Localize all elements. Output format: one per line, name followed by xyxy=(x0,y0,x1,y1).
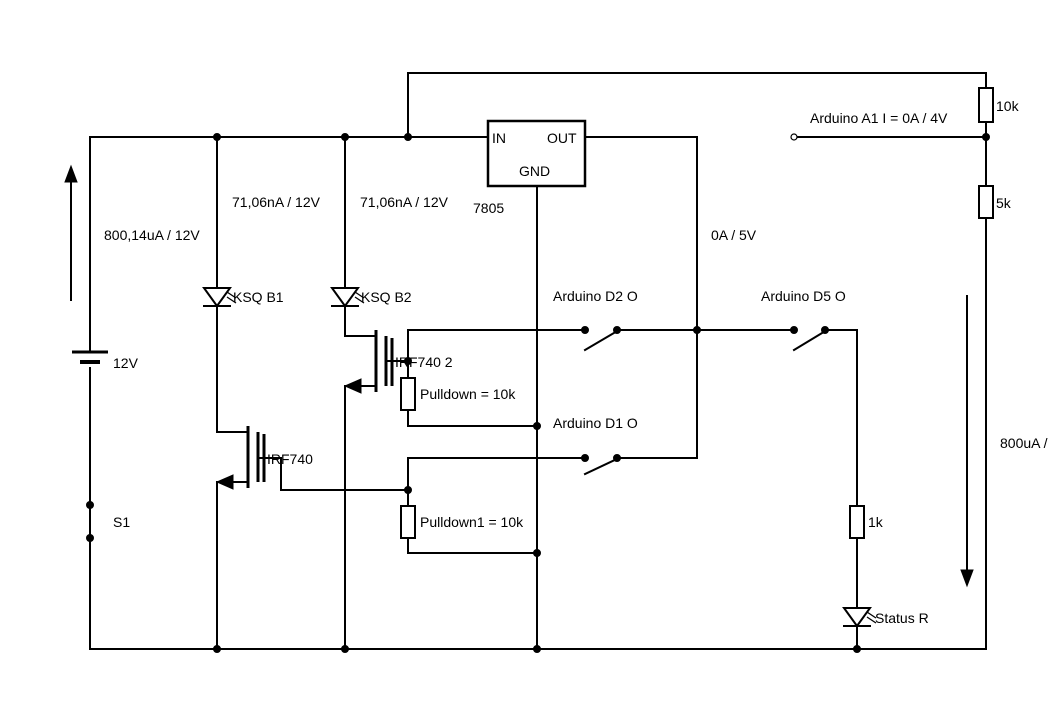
regulator-in-label: IN xyxy=(492,130,506,146)
led-status xyxy=(842,607,877,628)
resistor-pulldown1 xyxy=(400,505,416,539)
led-ksq-b2 xyxy=(330,287,365,308)
label-current-main: 800,14uA / 12V xyxy=(104,227,200,243)
labels: 10k 5k Arduino A1 I = 0A / 4V 71,06nA / … xyxy=(104,98,1048,626)
label-pulldown1: Pulldown1 = 10k xyxy=(420,514,524,530)
label-r-top: 10k xyxy=(996,98,1020,114)
battery-12v xyxy=(72,329,108,364)
switch-s1 xyxy=(86,493,94,546)
label-arduino-a1: Arduino A1 I = 0A / 4V xyxy=(810,110,948,126)
label-pulldown: Pulldown = 10k xyxy=(420,386,516,402)
label-right-current: 800uA / xyxy=(1000,435,1048,451)
label-switch-s1: S1 xyxy=(113,514,130,530)
label-current-led1: 71,06nA / 12V xyxy=(232,194,321,210)
current-arrow-down xyxy=(960,295,974,588)
label-arduino-d5: Arduino D5 O xyxy=(761,288,846,304)
regulator-gnd-label: GND xyxy=(519,163,550,179)
label-r-status: 1k xyxy=(868,514,884,530)
resistor-1k xyxy=(849,505,865,539)
current-arrow-up xyxy=(64,164,78,301)
label-led2: KSQ B2 xyxy=(361,289,412,305)
resistor-10k xyxy=(978,87,994,123)
switch-arduino-d5 xyxy=(761,326,829,352)
led-ksq-b1 xyxy=(202,287,237,308)
label-status-led: Status R xyxy=(875,610,929,626)
label-r-mid: 5k xyxy=(996,195,1012,211)
switch-arduino-d2 xyxy=(581,326,621,352)
resistor-5k xyxy=(978,185,994,219)
junction-dots xyxy=(213,133,990,653)
label-battery: 12V xyxy=(113,355,139,371)
label-current-led2: 71,06nA / 12V xyxy=(360,194,449,210)
label-mosfet2: IRF740 2 xyxy=(395,354,453,370)
label-led1: KSQ B1 xyxy=(233,289,284,305)
label-out-voltage: 0A / 5V xyxy=(711,227,757,243)
resistors xyxy=(400,87,994,539)
mosfet-irf740 xyxy=(215,426,266,490)
resistor-pulldown xyxy=(400,377,416,411)
label-arduino-d2: Arduino D2 O xyxy=(553,288,638,304)
voltage-regulator: IN OUT GND xyxy=(486,119,587,188)
label-arduino-d1: Arduino D1 O xyxy=(553,415,638,431)
mosfet-irf740-2 xyxy=(343,330,394,394)
regulator-name-label: 7805 xyxy=(473,200,504,216)
regulator-out-label: OUT xyxy=(547,130,577,146)
label-mosfet1: IRF740 xyxy=(267,451,313,467)
switch-arduino-d1 xyxy=(581,454,621,476)
